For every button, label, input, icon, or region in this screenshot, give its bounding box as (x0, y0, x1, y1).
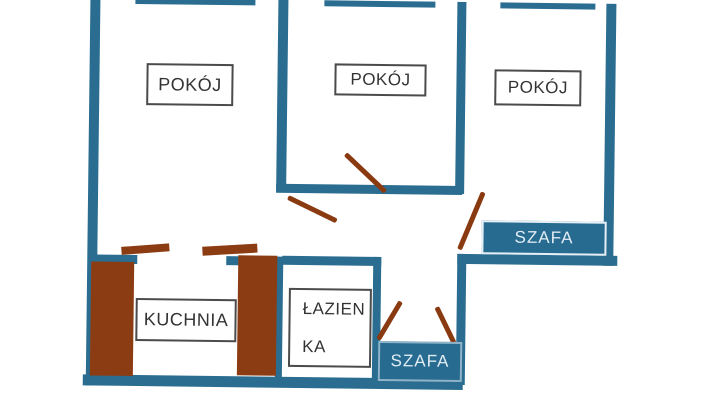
room-label-lazienka-line1: ŁAZIEN (302, 298, 366, 319)
wall-top-room2 (324, 0, 436, 8)
wall-divider-room2-room3 (455, 1, 467, 195)
wall-top-room1 (135, 0, 256, 6)
room-label-pokoj-1-text: POKÓJ (158, 73, 222, 95)
room-label-pokoj-2-text: POKÓJ (350, 69, 411, 90)
room-label-pokoj-2: POKÓJ (334, 63, 427, 97)
kitchen-counter-right (236, 255, 278, 376)
door-swing-hall (286, 195, 338, 224)
wall-top-room3 (500, 2, 596, 10)
room-label-lazienka: ŁAZIEN KA (287, 287, 372, 368)
door-leaf-kitchen-right (202, 243, 258, 256)
room-label-kuchnia: KUCHNIA (135, 298, 237, 343)
wardrobe-right: SZAFA (481, 220, 607, 256)
kitchen-counter-left (89, 261, 135, 376)
wardrobe-bottom-label: SZAFA (390, 351, 450, 371)
room-label-pokoj-1: POKÓJ (146, 63, 234, 107)
wardrobe-bottom: SZAFA (377, 340, 463, 382)
wall-divider-room1-room2 (276, 0, 289, 192)
room-label-pokoj-3-text: POKÓJ (507, 77, 569, 98)
wardrobe-right-label: SZAFA (514, 227, 574, 248)
door-swing-wardrobe-right (434, 306, 457, 345)
room-label-kuchnia-text: KUCHNIA (143, 309, 229, 331)
door-leaf-kitchen-left (121, 243, 170, 255)
wall-room3-bottom (457, 253, 618, 266)
room-label-pokoj-3: POKÓJ (494, 69, 582, 107)
room-label-lazienka-line2: KA (302, 336, 327, 356)
wall-room2-bottom (276, 183, 463, 195)
wall-bathroom-top (282, 255, 382, 266)
